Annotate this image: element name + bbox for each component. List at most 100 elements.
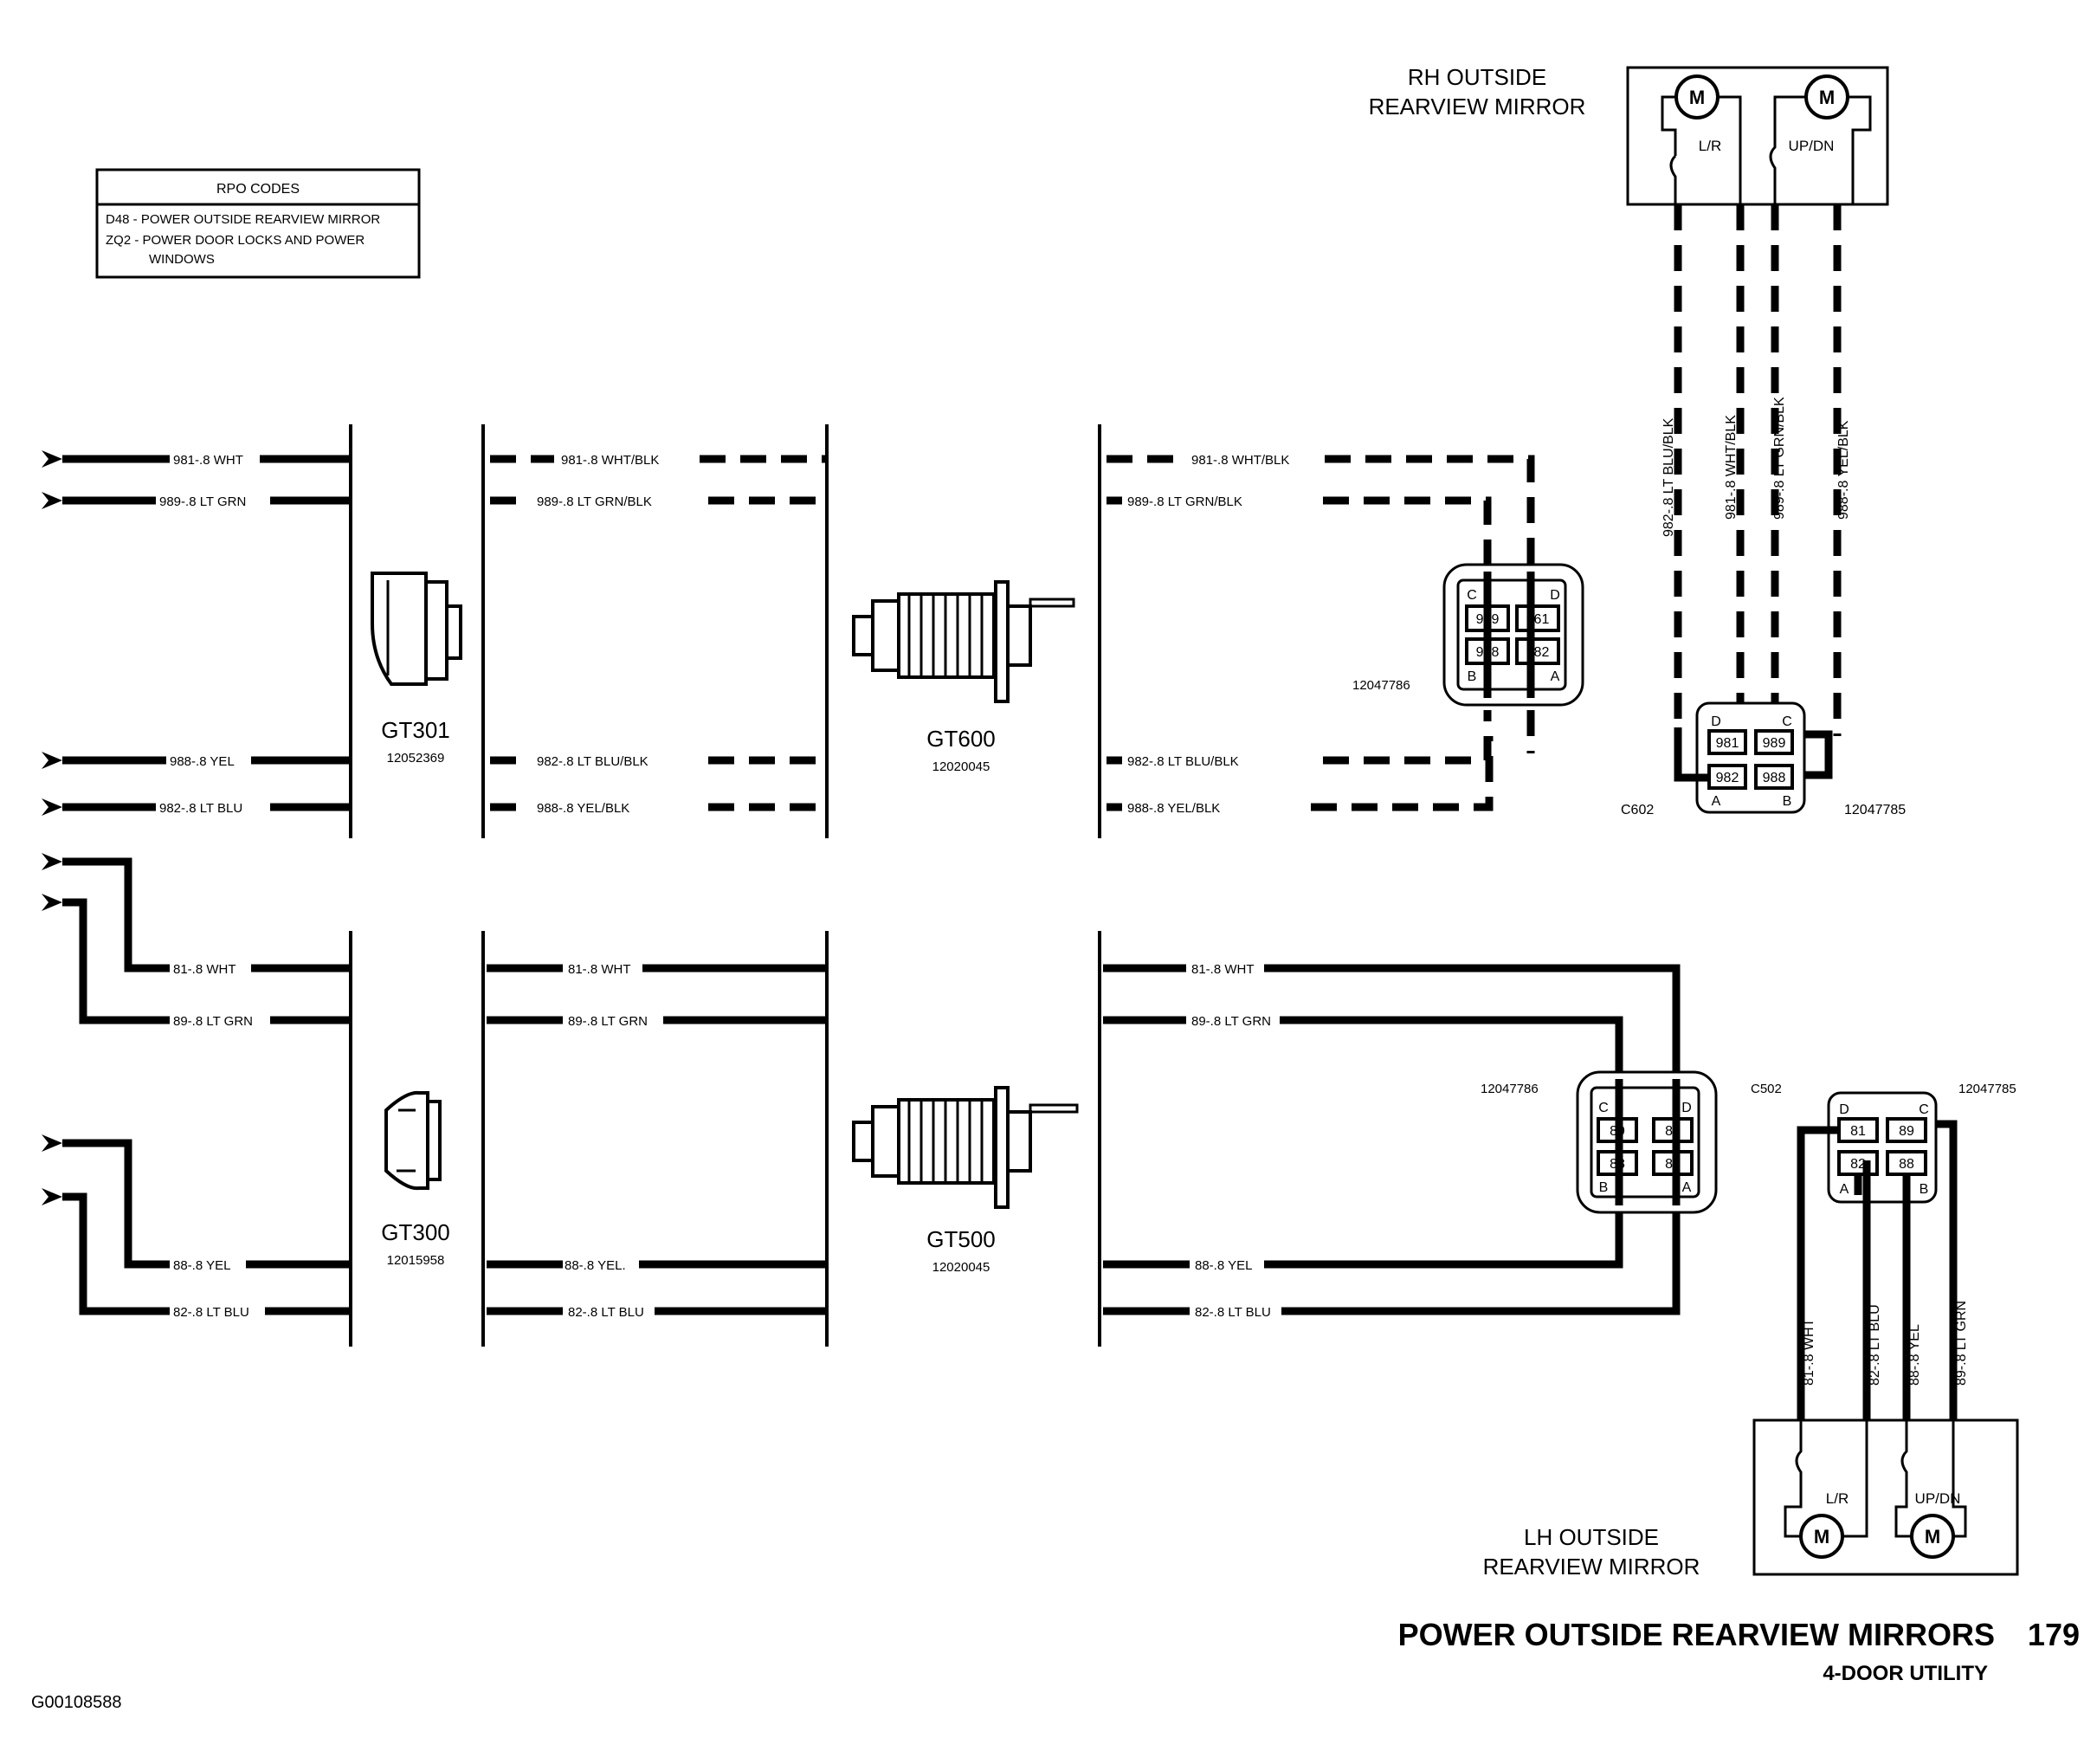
lh-updn-motor-icon bbox=[1910, 1514, 1955, 1559]
arrow-icon bbox=[42, 894, 62, 911]
c502-letter-a: A bbox=[1840, 1182, 1849, 1197]
arrow-icon bbox=[42, 1188, 62, 1205]
c602-letter-d: D bbox=[1711, 714, 1721, 729]
lh-wire-label-3: 88-.8 YEL bbox=[1907, 1324, 1922, 1386]
arrow-icon bbox=[42, 450, 62, 468]
lh-mirror-label-2: REARVIEW MIRROR bbox=[1483, 1554, 1700, 1580]
connector-c602: 981 989 982 988 D C A B C602 12047785 bbox=[1621, 701, 1906, 817]
rh-lr-label: L/R bbox=[1699, 138, 1721, 154]
gt600-name: GT600 bbox=[926, 726, 996, 752]
gt500-boot-icon bbox=[852, 1086, 1079, 1209]
lh-wire-label-1: 81-.8 WHT bbox=[1802, 1318, 1816, 1386]
lower-conn1-letter-c: C bbox=[1598, 1101, 1609, 1115]
upper-mid-wire-3: 982-.8 LT BLU/BLK bbox=[537, 754, 648, 769]
lh-lr-motor-label: M bbox=[1814, 1526, 1829, 1548]
rh-updn-label: UP/DN bbox=[1789, 138, 1835, 154]
upper-left-wire-3: 988-.8 YEL bbox=[170, 754, 235, 769]
upper-left-wire-2: 989-.8 LT GRN bbox=[159, 494, 246, 509]
lower-connector-12047786: 89 81 88 82 C D B A bbox=[1576, 1070, 1718, 1214]
rh-wire-label-1: 982-.8 LT BLU/BLK bbox=[1661, 417, 1676, 537]
lower-conn1-letter-b: B bbox=[1599, 1180, 1609, 1195]
rh-wire-label-3: 989-.8 LT GRN/BLK bbox=[1772, 397, 1787, 520]
arrow-icon bbox=[42, 798, 62, 816]
footer: POWER OUTSIDE REARVIEW MIRRORS 179 4-DOO… bbox=[31, 1617, 2080, 1712]
c602-cell-1: 981 bbox=[1716, 736, 1739, 751]
rh-mirror-label-1: RH OUTSIDE bbox=[1408, 64, 1546, 90]
rpo-line-1: D48 - POWER OUTSIDE REARVIEW MIRROR bbox=[106, 212, 380, 227]
gt300-part: 12015958 bbox=[387, 1253, 445, 1268]
lower-left-wire-2: 89-.8 LT GRN bbox=[173, 1014, 253, 1029]
gt301-grommet-icon bbox=[371, 572, 462, 686]
c602-letter-b: B bbox=[1783, 794, 1792, 809]
rpo-line-2: ZQ2 - POWER DOOR LOCKS AND POWER bbox=[106, 233, 365, 248]
arrow-icon bbox=[42, 492, 62, 509]
upper-mid-wire-1: 981-.8 WHT/BLK bbox=[561, 453, 659, 468]
upper-conn1-part: 12047786 bbox=[1352, 678, 1410, 693]
lower-left-wire-4: 82-.8 LT BLU bbox=[173, 1305, 249, 1320]
lower-mid-wire-1: 81-.8 WHT bbox=[568, 962, 631, 977]
c602-letter-a: A bbox=[1712, 794, 1721, 809]
upper-circuit: 981-.8 WHT 989-.8 LT GRN 988-.8 YEL 982-… bbox=[42, 424, 1584, 838]
c502-name: C502 bbox=[1751, 1082, 1782, 1096]
rh-wire-label-4: 988-.8 YEL/BLK bbox=[1836, 420, 1851, 520]
arrow-icon bbox=[42, 853, 62, 870]
upper-mid-wire-2: 989-.8 LT GRN/BLK bbox=[537, 494, 652, 509]
c502-letter-c: C bbox=[1919, 1102, 1929, 1117]
lh-wire-label-2: 82-.8 LT BLU bbox=[1868, 1304, 1882, 1386]
arrow-icon bbox=[42, 752, 62, 769]
lower-right-wire-1: 81-.8 WHT bbox=[1191, 962, 1255, 977]
upper-left-wire-1: 981-.8 WHT bbox=[173, 453, 243, 468]
upper-conn1-letter-a: A bbox=[1551, 669, 1560, 684]
c502-cell-2: 89 bbox=[1899, 1124, 1914, 1139]
c602-cell-2: 989 bbox=[1763, 736, 1786, 751]
lower-mid-wire-3: 88-.8 YEL. bbox=[565, 1258, 626, 1273]
page-number: 179 bbox=[2028, 1617, 2080, 1652]
c502-part: 12047785 bbox=[1958, 1082, 2016, 1096]
lower-mid-wire-4: 82-.8 LT BLU bbox=[568, 1305, 644, 1320]
arrow-icon bbox=[42, 1134, 62, 1152]
lower-conn1-letter-a: A bbox=[1682, 1180, 1692, 1195]
rh-mirror-housing bbox=[1626, 66, 1889, 206]
c502-cell-4: 88 bbox=[1899, 1157, 1914, 1172]
lh-updn-label: UP/DN bbox=[1915, 1490, 1961, 1507]
rh-mirror-label-2: REARVIEW MIRROR bbox=[1369, 94, 1586, 120]
gt500-name: GT500 bbox=[926, 1226, 996, 1252]
c602-part: 12047785 bbox=[1844, 803, 1906, 817]
lh-lr-label: L/R bbox=[1826, 1490, 1849, 1507]
lower-conn1-part: 12047786 bbox=[1481, 1082, 1539, 1096]
gt600-boot-icon bbox=[852, 580, 1075, 703]
page-subtitle: 4-DOOR UTILITY bbox=[1823, 1662, 1988, 1685]
rh-updn-motor-label: M bbox=[1819, 87, 1835, 108]
lh-mirror-housing bbox=[1752, 1418, 2019, 1576]
lower-conn1-letter-d: D bbox=[1681, 1101, 1692, 1115]
upper-connector-12047786: 989 961 988 982 C D B A bbox=[1442, 563, 1584, 707]
upper-left-wire-4: 982-.8 LT BLU bbox=[159, 801, 242, 816]
rh-lr-motor-label: M bbox=[1689, 87, 1705, 108]
rpo-codes-box: RPO CODES D48 - POWER OUTSIDE REARVIEW M… bbox=[95, 168, 421, 279]
upper-right-wire-2: 989-.8 LT GRN/BLK bbox=[1127, 494, 1242, 509]
page-title: POWER OUTSIDE REARVIEW MIRRORS bbox=[1398, 1617, 1995, 1652]
upper-mid-wire-4: 988-.8 YEL/BLK bbox=[537, 801, 629, 816]
lh-updn-motor-label: M bbox=[1925, 1526, 1940, 1548]
gt500-part: 12020045 bbox=[932, 1260, 990, 1275]
upper-conn1-letter-c: C bbox=[1467, 588, 1477, 603]
lower-right-wire-4: 82-.8 LT BLU bbox=[1195, 1305, 1271, 1320]
upper-right-wire-4: 988-.8 YEL/BLK bbox=[1127, 801, 1220, 816]
gt300-grommet-icon bbox=[384, 1090, 442, 1191]
connector-c502: 81 89 82 88 D C A B bbox=[1797, 1091, 1958, 1420]
c502-letter-d: D bbox=[1839, 1102, 1849, 1117]
lower-right-wire-2: 89-.8 LT GRN bbox=[1191, 1014, 1271, 1029]
lh-mirror: 81-.8 WHT 82-.8 LT BLU 88-.8 YEL 89-.8 L… bbox=[1483, 1301, 2019, 1580]
gt600-part: 12020045 bbox=[932, 759, 990, 774]
lh-lr-motor-icon bbox=[1799, 1514, 1844, 1559]
rh-wire-label-2: 981-.8 WHT/BLK bbox=[1724, 415, 1739, 520]
figure-id: G00108588 bbox=[31, 1693, 122, 1712]
lower-mid-wire-2: 89-.8 LT GRN bbox=[568, 1014, 648, 1029]
lh-wire-label-4: 89-.8 LT GRN bbox=[1954, 1301, 1969, 1386]
upper-conn1-letter-d: D bbox=[1550, 588, 1560, 603]
rpo-line-3: WINDOWS bbox=[149, 252, 215, 267]
gt301-part: 12052369 bbox=[387, 751, 445, 766]
c502-cell-3: 82 bbox=[1850, 1157, 1866, 1172]
c602-cell-4: 988 bbox=[1763, 771, 1786, 785]
